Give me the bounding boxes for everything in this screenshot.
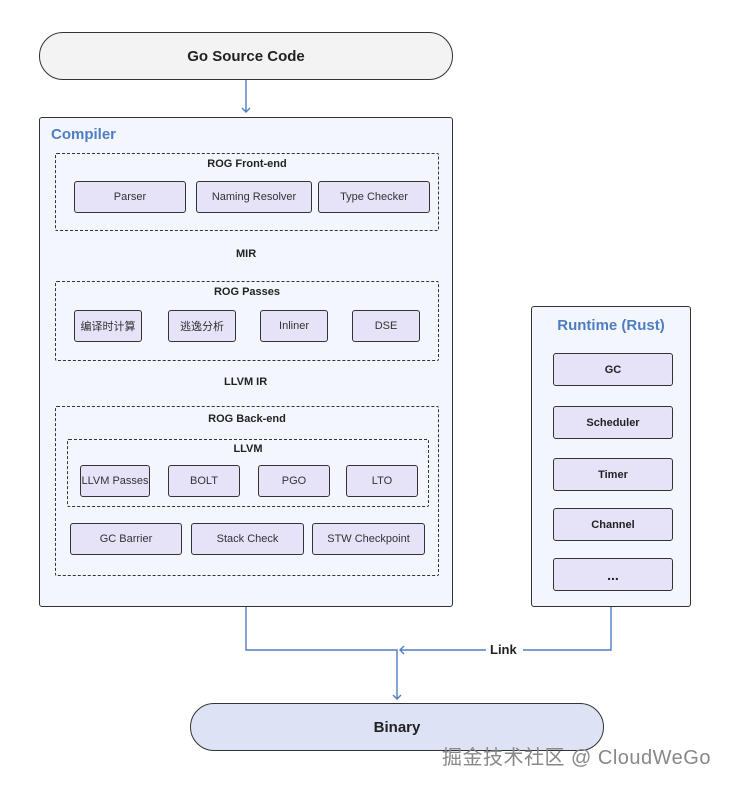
- compiler-to-binary-line: [245, 607, 402, 700]
- runtime-to-link-line: [523, 607, 612, 651]
- llvm-section: LLVM LLVM Passes BOLT PGO LTO: [67, 439, 429, 507]
- compiler-title: Compiler: [51, 126, 117, 143]
- binary-label: Binary: [373, 718, 421, 736]
- gc-barrier-box: GC Barrier: [70, 523, 182, 555]
- binary-node: Binary: [190, 703, 604, 751]
- runtime-scheduler-box: Scheduler: [553, 406, 673, 439]
- watermark-text: 掘金技术社区 @ CloudWeGo: [442, 747, 711, 769]
- mir-label: MIR: [233, 248, 260, 260]
- pgo-box: PGO: [258, 465, 330, 497]
- link-label: Link: [486, 642, 521, 657]
- lto-box: LTO: [346, 465, 418, 497]
- passes-section: ROG Passes 编译时计算 逃逸分析 Inliner DSE: [55, 281, 439, 361]
- parser-box: Parser: [74, 181, 186, 213]
- runtime-channel-box: Channel: [553, 508, 673, 541]
- go-source-code-node: Go Source Code: [39, 32, 453, 80]
- runtime-gc-box: GC: [553, 353, 673, 386]
- bolt-box: BOLT: [168, 465, 240, 497]
- compiler-panel: Compiler ROG Front-end Parser Naming Res…: [39, 117, 453, 607]
- go-source-code-label: Go Source Code: [187, 47, 305, 65]
- frontend-section: ROG Front-end Parser Naming Resolver Typ…: [55, 153, 439, 231]
- runtime-panel: Runtime (Rust) GC Scheduler Timer Channe…: [531, 306, 691, 607]
- stack-check-box: Stack Check: [191, 523, 304, 555]
- frontend-title: ROG Front-end: [207, 158, 287, 170]
- runtime-title: Runtime (Rust): [557, 317, 665, 334]
- dse-box: DSE: [352, 310, 420, 342]
- llvm-title: LLVM: [233, 443, 263, 455]
- stw-checkpoint-box: STW Checkpoint: [312, 523, 425, 555]
- compile-time-eval-box: 编译时计算: [74, 310, 142, 342]
- backend-section: ROG Back-end LLVM LLVM Passes BOLT PGO L…: [55, 406, 439, 576]
- passes-title: ROG Passes: [213, 286, 281, 298]
- runtime-more-box: ...: [553, 558, 673, 591]
- runtime-timer-box: Timer: [553, 458, 673, 491]
- inliner-box: Inliner: [260, 310, 328, 342]
- llvm-passes-box: LLVM Passes: [80, 465, 150, 497]
- escape-analysis-box: 逃逸分析: [168, 310, 236, 342]
- type-checker-box: Type Checker: [318, 181, 430, 213]
- llvm-ir-label: LLVM IR: [221, 376, 271, 388]
- backend-title: ROG Back-end: [208, 413, 286, 425]
- naming-resolver-box: Naming Resolver: [196, 181, 312, 213]
